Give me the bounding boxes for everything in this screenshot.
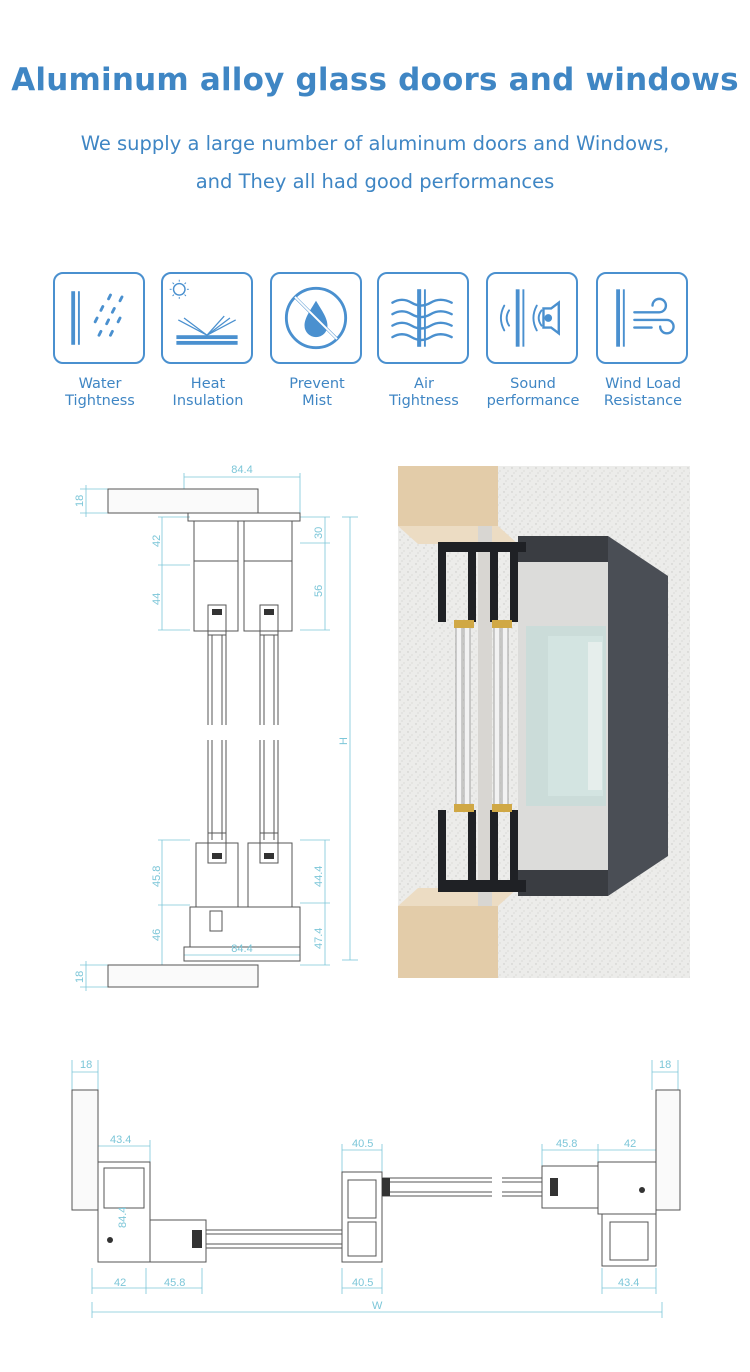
subtitle-line-1: We supply a large number of aluminum doo… (80, 132, 670, 155)
feature-label-line1: Heat (190, 376, 226, 392)
dim-right-44-4: 44.4 (313, 866, 325, 887)
dim-bottom-45-8: 45.8 (164, 1277, 185, 1289)
feature-label-line1: Prevent (289, 376, 345, 392)
air-tightness-icon (391, 289, 453, 347)
dim-left-46: 46 (151, 929, 163, 941)
dim-right-47-4: 47.4 (313, 928, 325, 949)
dim-top-width: 84.4 (231, 464, 252, 476)
dim-bottom-43-4: 43.4 (618, 1277, 639, 1289)
prevent-mist-icon (284, 286, 348, 350)
page-title: Aluminum alloy glass doors and windows (11, 62, 739, 98)
dim-width: W (372, 1300, 383, 1312)
dim-left-44: 44 (151, 593, 163, 605)
feature-label-line2: Mist (302, 392, 332, 409)
feature-label-line1: Water (78, 376, 122, 392)
sound-performance-icon (499, 289, 560, 347)
dim-wall-right: 18 (659, 1059, 671, 1071)
feature-label-line2: Insulation (172, 392, 244, 409)
dim-bottom-42: 42 (114, 1277, 126, 1289)
dim-height: H (338, 737, 350, 745)
dim-wall-left: 18 (80, 1059, 92, 1071)
dim-right-56: 56 (313, 585, 325, 597)
feature-label-line2: Tightness (65, 392, 135, 409)
dim-wall-top: 18 (74, 495, 86, 507)
heat-insulation-icon (169, 279, 238, 345)
dim-side-84-4: 84.4 (117, 1207, 129, 1228)
vertical-section-drawing: 84.4 84.4 18 18 42 44 30 56 H 45.8 46 44… (74, 464, 358, 991)
dim-top-40-5: 40.5 (352, 1138, 373, 1150)
horizontal-section-drawing: 18 18 43.4 40.5 45.8 42 84.4 42 45.8 40.… (71, 1059, 681, 1318)
dim-bottom-width: 84.4 (231, 943, 252, 955)
dim-top-45-8: 45.8 (556, 1138, 577, 1150)
dim-top-42: 42 (624, 1138, 636, 1150)
subtitle-line-2: and They all had good performances (195, 170, 555, 193)
feature-label-line2: Tightness (389, 392, 459, 409)
dim-top-43-4: 43.4 (110, 1134, 131, 1146)
water-tightness-icon (71, 291, 124, 345)
wind-load-resistance-icon (616, 289, 675, 347)
dim-left-42: 42 (151, 535, 163, 547)
dim-wall-bottom: 18 (74, 971, 86, 983)
feature-label-line1: Wind Load (605, 376, 681, 392)
feature-label-line2: Resistance (603, 392, 683, 409)
feature-label-line2: performance (486, 392, 580, 409)
window-cross-section-illustration (398, 466, 690, 978)
dim-bottom-40-5: 40.5 (352, 1277, 373, 1289)
feature-label-line1: Sound (510, 376, 556, 392)
feature-label-line1: Air (414, 376, 434, 392)
dim-left-45-8: 45.8 (151, 866, 163, 887)
dim-right-30: 30 (313, 527, 325, 539)
